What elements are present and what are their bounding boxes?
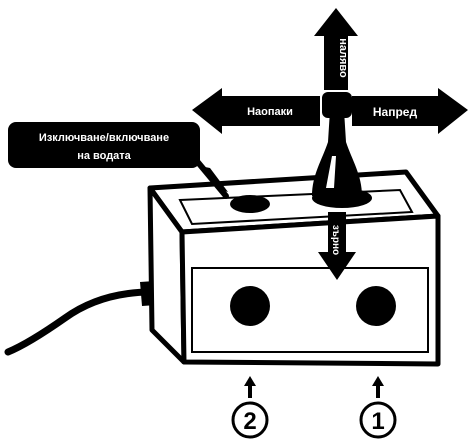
arrow-down	[318, 212, 356, 280]
label-water-line1: Изключване/включване	[39, 132, 169, 144]
power-cable	[4, 288, 156, 356]
number-2: 2	[243, 408, 256, 435]
label-water-line2: на водата	[77, 150, 131, 162]
arrow-back	[192, 88, 320, 134]
label-down: зърно	[330, 225, 341, 255]
water-switch-callout	[8, 122, 200, 168]
arrow-forward	[352, 88, 468, 134]
label-up: наляво	[337, 38, 349, 78]
number-circle-2	[231, 401, 269, 439]
front-panel-outline	[191, 267, 429, 353]
box-front-face	[179, 213, 441, 367]
label-back: Наопаки	[247, 106, 293, 118]
label-forward: Напред	[373, 105, 418, 119]
joystick-highlight	[326, 156, 336, 188]
button-2	[230, 286, 270, 326]
joystick-knob	[322, 92, 352, 118]
button-1	[356, 286, 396, 326]
water-switch-pointer-line	[193, 157, 229, 199]
number-1: 1	[371, 408, 384, 435]
water-switch-hole	[230, 195, 270, 213]
pointer-arrow-1	[372, 376, 384, 398]
joystick-handle	[312, 110, 362, 196]
number-circle-1	[359, 401, 397, 439]
arrow-up	[314, 8, 358, 90]
pointer-arrow-2	[244, 376, 256, 398]
